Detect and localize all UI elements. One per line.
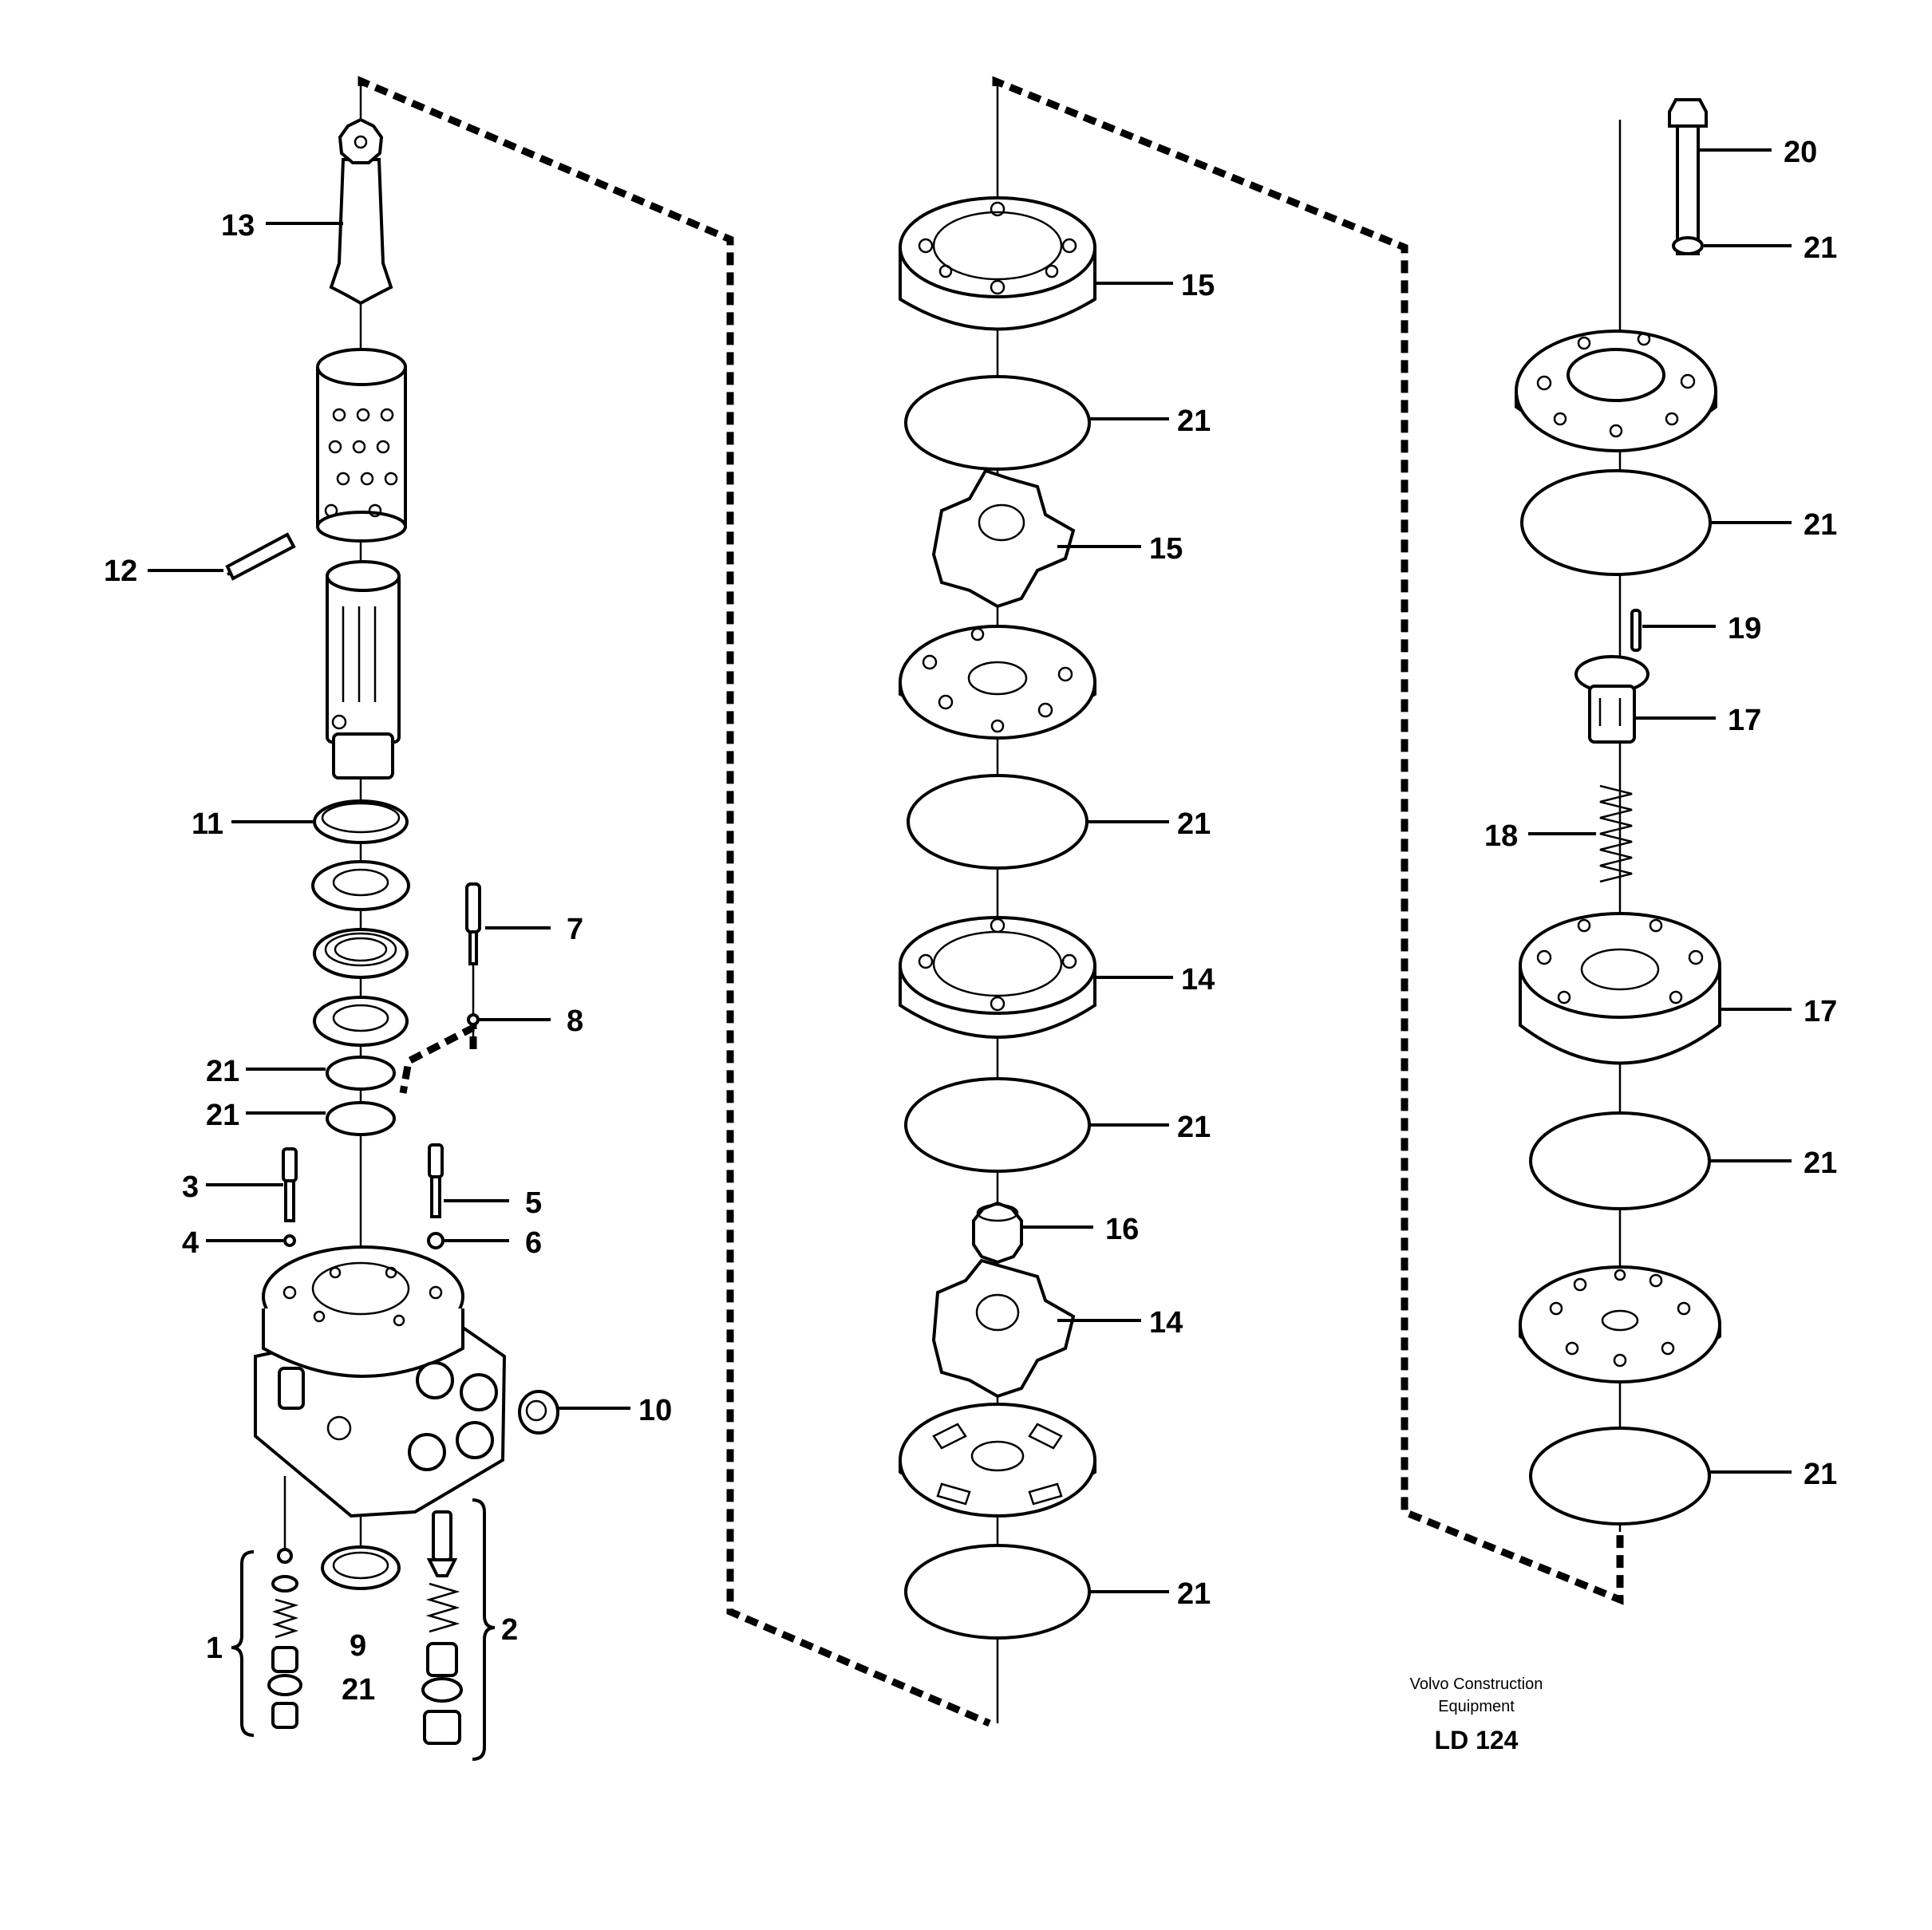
o-ring-right-3	[1529, 1427, 1711, 1525]
end-cover-part	[1515, 330, 1717, 452]
o-ring-left-2	[326, 1101, 396, 1136]
callout-12: 12	[104, 555, 137, 588]
star-rotor-14-part	[931, 1258, 1076, 1399]
callout-10: 10	[638, 1394, 672, 1427]
washer-21-right-part	[1672, 236, 1704, 255]
relief-valve-2-part	[421, 1510, 463, 1745]
dashed-connector-middle	[992, 76, 1624, 1605]
brace-group-1	[231, 1550, 255, 1737]
callout-13: 13	[221, 209, 255, 243]
callout-11: 11	[192, 807, 223, 841]
o-ring-right-1	[1520, 469, 1712, 576]
ball-6-part	[427, 1232, 444, 1249]
pin-3-part	[282, 1147, 298, 1222]
valve-plate-mid-part	[899, 625, 1096, 740]
spline-gear-16-part	[972, 1201, 1023, 1265]
o-ring-mid-1	[904, 375, 1091, 471]
callout-21-mid-a: 21	[1177, 405, 1211, 438]
seal-ring-11-part	[313, 799, 409, 844]
callout-16: 16	[1105, 1213, 1139, 1246]
dashed-connector-body	[399, 1021, 477, 1094]
o-ring-mid-4	[904, 1544, 1091, 1640]
plug-10-part	[518, 1390, 559, 1435]
inner-spool-part	[326, 560, 401, 779]
callout-3: 3	[182, 1170, 199, 1204]
drive-shaft-part	[329, 117, 393, 306]
callout-21-mid-b: 21	[1177, 807, 1211, 841]
o-ring-right-2	[1529, 1111, 1711, 1210]
callout-4: 4	[182, 1226, 199, 1260]
valve-housing-17-part	[1519, 912, 1721, 1065]
valve-housing-part	[254, 1245, 507, 1518]
callout-5: 5	[525, 1186, 542, 1220]
footer-company-line2: Equipment	[1438, 1698, 1515, 1715]
callout-21-left-b: 21	[206, 1099, 239, 1132]
commutator-plate-part	[899, 1403, 1096, 1518]
footer-company-line1: Volvo Construction	[1410, 1675, 1543, 1693]
callout-21-right-b: 21	[1804, 508, 1837, 542]
spool-sleeve-part	[316, 348, 407, 543]
callout-1: 1	[206, 1632, 223, 1665]
callout-17-valve: 17	[1728, 704, 1761, 737]
cross-pin-part	[225, 532, 296, 581]
bolt-20-part	[1668, 98, 1708, 255]
valve-plate-right-part	[1519, 1265, 1721, 1383]
callout-2: 2	[501, 1613, 518, 1647]
callout-17-housing: 17	[1804, 995, 1837, 1028]
callout-21-right-d: 21	[1804, 1458, 1837, 1491]
check-valve-17-part	[1574, 655, 1650, 744]
callout-6: 6	[525, 1226, 542, 1260]
callout-21-mid-d: 21	[1177, 1577, 1211, 1611]
spring-18-part	[1599, 784, 1633, 883]
callout-21-left-a: 21	[206, 1055, 239, 1088]
star-rotor-15-part	[931, 468, 1076, 609]
callout-15-rotor: 15	[1149, 532, 1183, 566]
callout-21-mid-c: 21	[1177, 1111, 1211, 1144]
brace-group-2	[472, 1498, 496, 1761]
callout-7: 7	[567, 913, 583, 946]
callout-15-top: 15	[1181, 269, 1215, 302]
pin-7-part	[465, 882, 481, 965]
callout-9: 9	[350, 1629, 366, 1663]
callout-19: 19	[1728, 612, 1761, 645]
gerotor-housing-14-part	[899, 916, 1096, 1039]
thrust-washer-part	[311, 860, 410, 911]
pin-5-part	[428, 1143, 444, 1218]
seal-ring-9-part	[321, 1545, 401, 1590]
ball-4-part	[283, 1234, 296, 1247]
callout-14-rotor: 14	[1149, 1306, 1183, 1340]
callout-21-right-c: 21	[1804, 1147, 1837, 1180]
o-ring-mid-2	[907, 774, 1088, 870]
o-ring-mid-3	[904, 1077, 1091, 1173]
callout-21-right-a: 21	[1804, 231, 1837, 265]
o-ring-left-1	[326, 1056, 396, 1091]
footer-drawing-code: LD 124	[1435, 1726, 1519, 1754]
callout-14-top: 14	[1181, 963, 1215, 997]
needle-bearing-part	[313, 928, 409, 979]
callout-9-21: 21	[342, 1673, 375, 1707]
callout-20: 20	[1784, 136, 1817, 169]
callout-8: 8	[567, 1004, 583, 1038]
ball-8-part	[467, 1013, 480, 1026]
thrust-washer-lower-part	[313, 996, 409, 1047]
callout-18: 18	[1484, 819, 1518, 853]
pin-19-part	[1630, 609, 1642, 652]
check-valve-1-part	[267, 1476, 302, 1729]
gerotor-housing-15-part	[899, 196, 1096, 331]
